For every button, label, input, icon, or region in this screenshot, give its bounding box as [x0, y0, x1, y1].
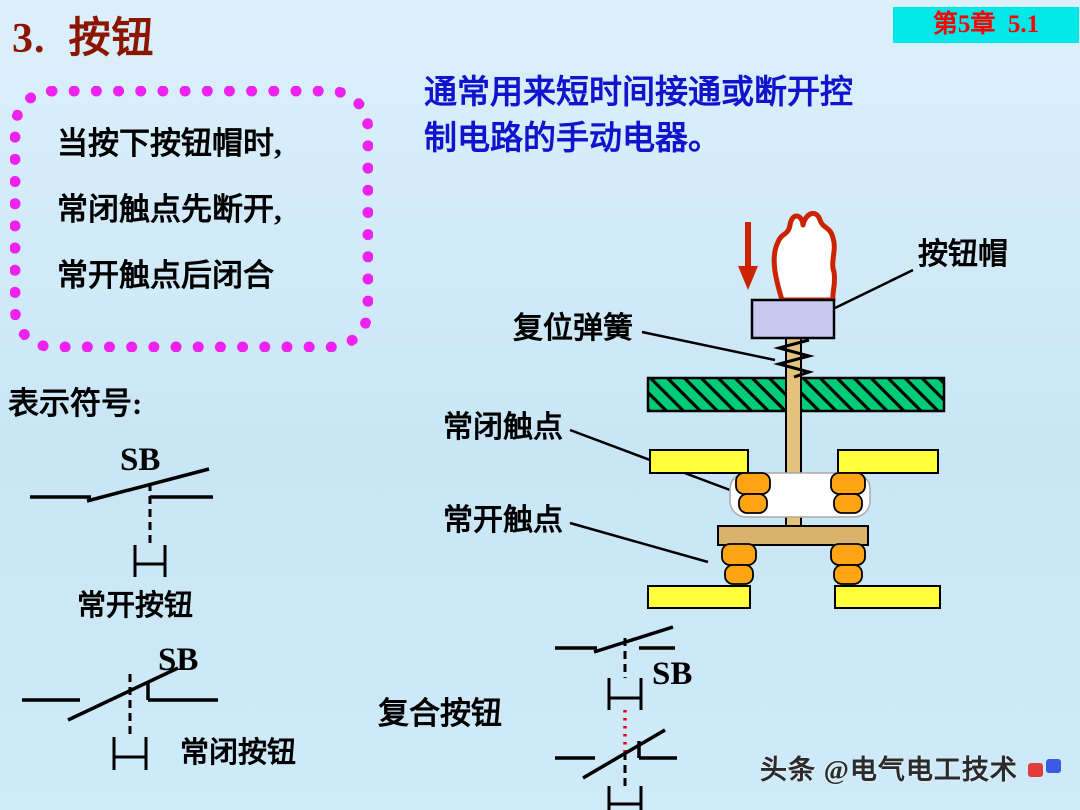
nc-moving-contact-left-2: [738, 493, 768, 514]
no-stationary-bar-right: [834, 585, 941, 609]
compound-actuator-cap-icon: [607, 678, 643, 710]
no-actuator-cap-icon: [133, 545, 167, 577]
label-reset-spring: 复位弹簧: [513, 311, 633, 345]
compound-button-symbol: SB: [555, 625, 692, 810]
label-button-cap: 按钮帽: [918, 238, 1008, 271]
button-cap: [750, 298, 836, 340]
nc-moving-contact-right: [830, 472, 866, 495]
reset-spring: [773, 338, 815, 379]
pointer-line-reset-spring: [641, 330, 776, 362]
nc-button-name-label: 常闭按钮: [180, 736, 296, 769]
watermark-text: 头条 @电气电工技术: [760, 755, 1018, 785]
page-title: 3. 按钮: [12, 16, 155, 62]
contact-crossbar: [717, 525, 869, 546]
nc-stationary-bar-left: [649, 449, 749, 474]
nc-moving-contact-right-2: [833, 493, 863, 514]
compound-no-blade: [593, 625, 674, 654]
no-button-symbol: SB 常开按钮: [30, 442, 213, 622]
press-arrow-icon: [738, 222, 758, 290]
description-line2: 制电路的手动电器。: [424, 121, 721, 158]
label-no-contact: 常开触点: [443, 504, 563, 537]
info-line-1: 当按下按钮帽时,: [57, 126, 282, 161]
no-contact-blade: [86, 467, 210, 503]
no-moving-contact-right-2: [833, 564, 863, 585]
nc-moving-contact-left: [735, 472, 771, 495]
compound-button-ref-label: SB: [652, 656, 692, 692]
pressing-finger-icon: [771, 210, 838, 303]
compound-nc-blade: [582, 728, 666, 780]
chapter-badge: 第5章 5.1: [893, 7, 1079, 43]
nc-actuator-cap-icon: [112, 737, 148, 770]
nc-button-ref-label: SB: [158, 642, 198, 678]
symbols-section-label: 表示符号:: [8, 386, 143, 421]
info-line-3: 常开触点后闭合: [57, 258, 274, 293]
no-moving-contact-left-2: [724, 564, 754, 585]
watermark: 头条 @电气电工技术: [760, 748, 1066, 787]
no-button-ref-label: SB: [120, 442, 160, 478]
label-nc-contact: 常闭触点: [443, 411, 563, 444]
pointer-line-button-cap: [834, 268, 914, 310]
description-text: 通常用来短时间接通或断开控 制电路的手动电器。: [424, 70, 1014, 162]
no-button-name-label: 常开按钮: [77, 589, 193, 622]
toutiao-logo-icon: [1027, 758, 1061, 777]
compound-lower-cap-icon: [607, 786, 643, 810]
nc-button-symbol: SB 常闭按钮: [22, 642, 296, 770]
nc-stationary-bar-right: [837, 449, 939, 474]
compound-button-name-label: 复合按钮: [378, 696, 502, 731]
button-mechanism-diagram: 按钮帽 复位弹簧 常闭触点 常开触点: [443, 210, 1008, 609]
description-line1: 通常用来短时间接通或断开控: [424, 75, 853, 111]
info-line-2: 常闭触点先断开,: [57, 192, 282, 227]
no-stationary-bar-left: [647, 585, 751, 609]
no-moving-contact-right: [830, 543, 866, 566]
pointer-line-no-contact: [569, 521, 709, 564]
no-moving-contact-left: [721, 543, 757, 566]
info-box: 当按下按钮帽时, 常闭触点先断开, 常开触点后闭合: [10, 86, 373, 352]
nc-contact-blade: [67, 666, 179, 722]
